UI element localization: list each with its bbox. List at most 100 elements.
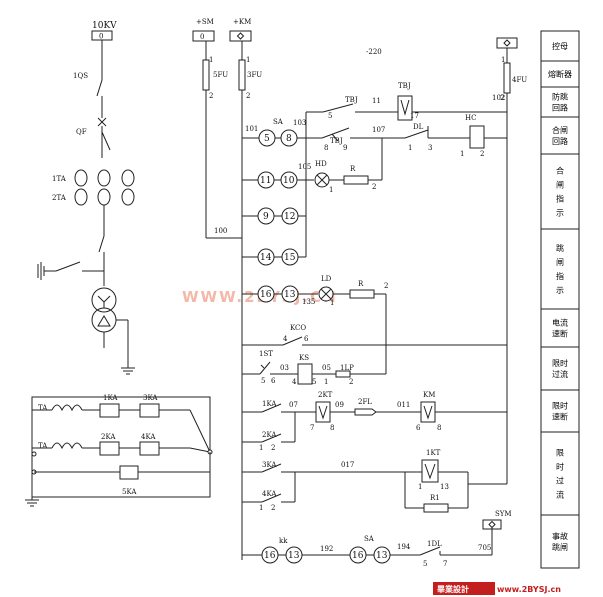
dc-supply: +SM 0 +KM 1 5FU 2 1 3FU 2 -220 1 4FU 102… xyxy=(193,18,527,560)
ka2-n2: 2 xyxy=(271,444,275,452)
ta2-label: 2TA xyxy=(52,194,67,202)
r1-label: R1 xyxy=(430,494,440,502)
control-circuit: 101 5 SA 8 103 TBJ 5 11 TBJ 17 TBJ 8 9 1… xyxy=(206,82,512,568)
ilp-n2: 2 xyxy=(349,378,353,386)
n105-label: 105 xyxy=(298,163,311,171)
tbj-label-1: TBJ xyxy=(345,96,358,104)
fu4-n1: 1 xyxy=(501,56,505,64)
hd-n1: 1 xyxy=(329,186,333,194)
legend-label-5: 跳闸指示 xyxy=(556,243,564,295)
n8-label: 8 xyxy=(324,144,328,152)
km-n8: 8 xyxy=(437,424,441,432)
ld-n1: 1 xyxy=(330,299,334,307)
kt1-n1: 1 xyxy=(418,483,422,491)
bus-num: 0 xyxy=(99,33,103,41)
c10: 10 xyxy=(283,176,295,186)
c16: 16 xyxy=(260,290,272,300)
sa-label-2: SA xyxy=(364,535,375,543)
kco-n4: 4 xyxy=(283,335,288,343)
c13b: 13 xyxy=(288,551,300,561)
r-label: R xyxy=(350,165,356,173)
n05-n1: 1 xyxy=(324,378,328,386)
footer-url: www.2BYSJ.cn xyxy=(497,585,561,594)
fu5-n1: 1 xyxy=(209,56,213,64)
n09-label: 09 xyxy=(335,401,344,409)
km-label: KM xyxy=(423,391,435,399)
dl-n3: 3 xyxy=(428,144,432,152)
fu3-label: 3FU xyxy=(247,71,262,79)
footer-brand: 畢業設計 xyxy=(437,584,469,594)
hc-n2: 2 xyxy=(480,150,484,158)
n107: 107 xyxy=(372,126,385,134)
qf-label: QF xyxy=(76,128,87,136)
c13c: 13 xyxy=(376,551,388,561)
r-label-2: R xyxy=(358,280,364,288)
n102-label: 102 xyxy=(492,94,505,102)
legend-label-3: 合闸回路 xyxy=(552,125,568,146)
ka2-label: 2KA xyxy=(262,431,277,439)
ta1-label: 1TA xyxy=(52,175,67,183)
n100-label: 100 xyxy=(214,227,227,235)
k3-label: 3KA xyxy=(143,394,158,402)
n11-label: 11 xyxy=(372,97,381,105)
ks-n4: 4 xyxy=(292,378,297,386)
ka3-label: 3KA xyxy=(262,461,277,469)
r2-n2: 2 xyxy=(384,282,388,290)
km-n6: 6 xyxy=(416,424,421,432)
fu3-n1: 1 xyxy=(246,56,250,64)
k4-label: 4KA xyxy=(141,433,156,441)
fu4-n2: 2 xyxy=(500,94,504,102)
n03-label: 03 xyxy=(280,364,289,372)
legend-label-4: 合闸指示 xyxy=(556,166,564,218)
ist-n5: 5 xyxy=(261,377,265,385)
footer-badge: 畢業設計 www.2BYSJ.cn xyxy=(433,582,561,595)
c8: 8 xyxy=(286,134,292,144)
hd-label: HD xyxy=(315,160,327,168)
primary-circuit: 10KV 0 1QS QF 1TA 2TA xyxy=(38,21,135,374)
dl1-label: 1DL xyxy=(427,540,442,548)
ct-secondary-circuit: TA 1KA 3KA TA 2KA 4KA 5KA xyxy=(25,394,212,506)
ist-n6: 6 xyxy=(271,377,276,385)
legend-labels: 控母熔断器防跳回路合闸回路合闸指示跳闸指示电流速断限时过流限时速断限时过流事故跳… xyxy=(548,41,572,552)
ks-n5: 5 xyxy=(312,378,316,386)
legend-label-1: 熔断器 xyxy=(548,69,572,79)
dl-n1: 1 xyxy=(408,144,412,152)
fu5-label: 5FU xyxy=(213,71,228,79)
sym-label: SYM xyxy=(495,510,512,518)
c13: 13 xyxy=(284,290,296,300)
kt2-label: 2KT xyxy=(318,391,333,399)
n011-label: 011 xyxy=(397,401,410,409)
kco-n6: 6 xyxy=(304,335,309,343)
legend-label-0: 控母 xyxy=(552,41,568,51)
fl2-label: 2FL xyxy=(358,398,372,406)
sm-label: +SM xyxy=(196,18,214,26)
fu3-n2: 2 xyxy=(246,92,250,100)
c11: 11 xyxy=(260,176,271,186)
bus-label: 10KV xyxy=(92,21,117,31)
k1-label: 1KA xyxy=(103,394,118,402)
ka2-n1: 1 xyxy=(259,444,263,452)
ka4-label: 4KA xyxy=(262,490,277,498)
ta-bottom-label: TA xyxy=(38,442,48,450)
c15: 15 xyxy=(284,253,296,263)
legend-label-9: 限时过流 xyxy=(556,449,564,500)
ka4-n1: 1 xyxy=(259,504,263,512)
n5-label: 5 xyxy=(328,112,332,120)
ld-label: LD xyxy=(321,275,332,283)
fu4-label: 4FU xyxy=(512,76,527,84)
n101: 101 xyxy=(245,125,258,133)
n103: 103 xyxy=(293,119,306,127)
c16c: 16 xyxy=(352,551,364,561)
kco-label: KCO xyxy=(290,324,306,332)
sa-label: SA xyxy=(273,118,284,126)
km-label: +KM xyxy=(233,18,251,26)
ka1-label: 1KA xyxy=(262,400,277,408)
k5-label: 5KA xyxy=(122,488,137,496)
n192-label: 192 xyxy=(320,545,333,553)
kt2-n7: 7 xyxy=(310,424,314,432)
dl1-n7: 7 xyxy=(443,560,447,568)
n017-label: 017 xyxy=(341,461,354,469)
ks-label: KS xyxy=(299,354,309,362)
c16b: 16 xyxy=(264,551,276,561)
